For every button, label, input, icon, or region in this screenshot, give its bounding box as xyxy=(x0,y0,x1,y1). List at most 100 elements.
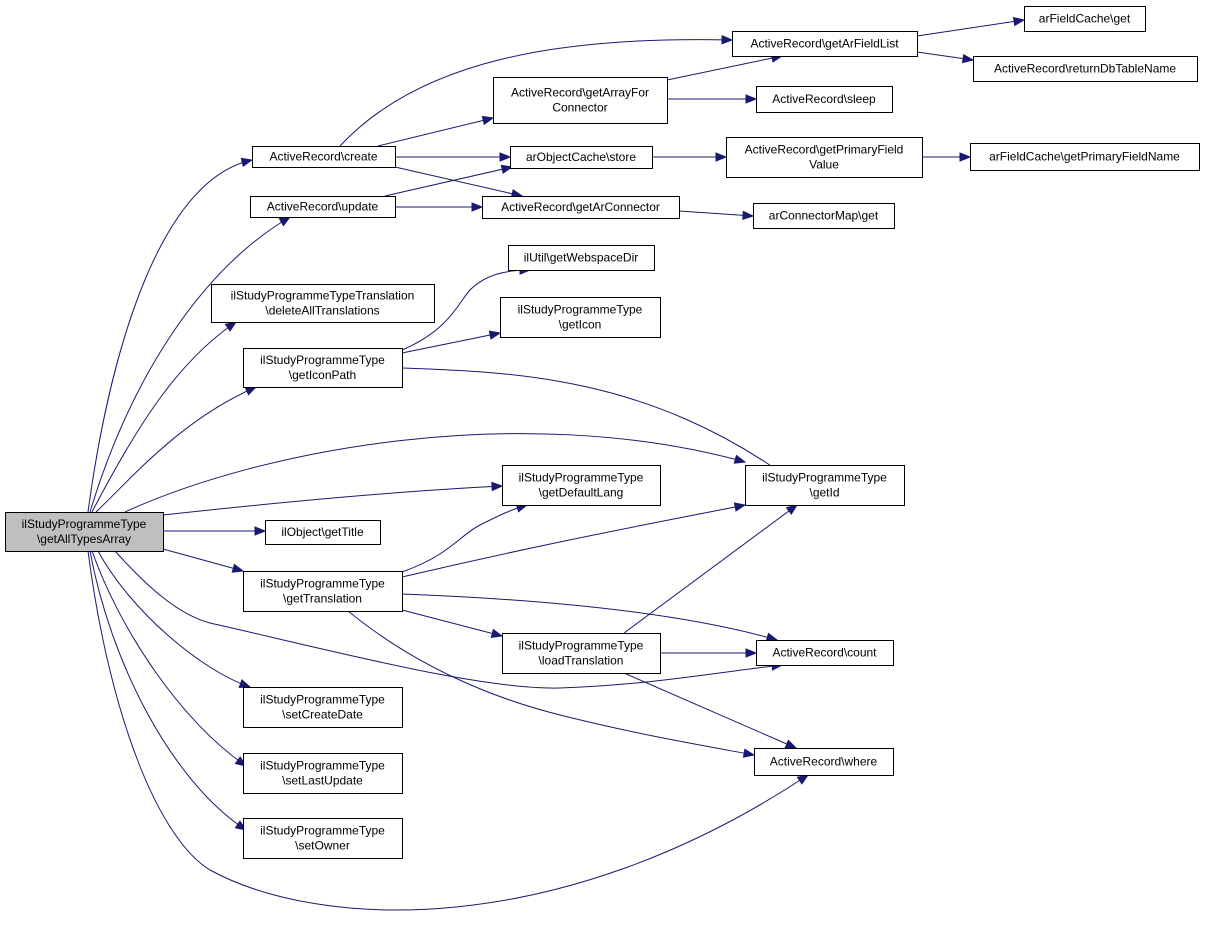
arrowhead xyxy=(784,739,798,749)
edge-getArFieldList-to-returnDbTableName xyxy=(916,51,975,64)
node-box xyxy=(754,748,894,776)
node-box xyxy=(753,203,895,229)
node-label-line: ActiveRecord\getArrayFor xyxy=(511,86,649,100)
node-update[interactable]: ActiveRecord\update xyxy=(250,196,396,218)
node-box xyxy=(500,297,661,338)
edge-root-to-where xyxy=(87,550,810,911)
node-label-line: arConnectorMap\get xyxy=(769,209,879,223)
node-box xyxy=(510,146,653,169)
edge-getTranslation-to-getId xyxy=(401,502,747,578)
node-box xyxy=(970,143,1200,171)
node-setOwner[interactable]: ilStudyProgrammeType\setOwner xyxy=(243,818,403,859)
arrowhead xyxy=(231,563,245,573)
arrowhead xyxy=(240,157,254,168)
edge-root-to-getTitle xyxy=(163,526,267,536)
edge-root-to-setCreateDate xyxy=(97,550,252,688)
node-root: ilStudyProgrammeType\getAllTypesArray xyxy=(5,512,164,552)
node-getTitle[interactable]: ilObject\getTitle xyxy=(265,520,381,545)
node-box xyxy=(508,245,655,271)
edge-root-to-delAll xyxy=(91,321,238,513)
node-label-line: ilStudyProgrammeType xyxy=(518,303,643,317)
arrowhead xyxy=(733,502,747,512)
node-getPrimaryFieldName[interactable]: arFieldCache\getPrimaryFieldName xyxy=(970,143,1200,171)
node-getArConnector[interactable]: ActiveRecord\getArConnector xyxy=(482,196,680,219)
arrowhead xyxy=(796,774,810,785)
arrowhead xyxy=(765,632,779,642)
arrowhead xyxy=(278,216,292,227)
arrowhead xyxy=(745,94,758,104)
node-box xyxy=(1024,6,1146,32)
node-label-line: ilStudyProgrammeType xyxy=(519,471,644,485)
edge-line xyxy=(623,504,798,634)
node-create[interactable]: ActiveRecord\create xyxy=(252,146,396,168)
arrowhead xyxy=(254,526,267,536)
node-getId[interactable]: ilStudyProgrammeType\getId xyxy=(745,465,905,506)
node-label-line: Value xyxy=(809,158,839,172)
edge-update-to-store xyxy=(384,164,514,197)
edge-root-to-getId xyxy=(124,433,747,513)
edge-root-to-getTranslation xyxy=(162,548,245,573)
node-label-line: arObjectCache\store xyxy=(526,150,636,164)
node-sleep[interactable]: ActiveRecord\sleep xyxy=(756,86,893,113)
edge-line xyxy=(678,210,754,217)
node-getIconPath[interactable]: ilStudyProgrammeType\getIconPath xyxy=(243,348,403,388)
nodes-layer: ilStudyProgrammeType\getAllTypesArrayAct… xyxy=(5,6,1200,859)
node-box xyxy=(493,77,668,124)
node-setLastUpdate[interactable]: ilStudyProgrammeType\setLastUpdate xyxy=(243,753,403,794)
node-getIcon[interactable]: ilStudyProgrammeType\getIcon xyxy=(500,297,661,338)
node-setCreateDate[interactable]: ilStudyProgrammeType\setCreateDate xyxy=(243,687,403,728)
arrowhead xyxy=(488,330,502,340)
edge-line xyxy=(401,332,501,354)
node-label-line: arFieldCache\get xyxy=(1039,12,1131,26)
node-box xyxy=(502,633,661,674)
edge-getTranslation-to-getDefaultLang xyxy=(401,503,529,573)
node-label-line: ActiveRecord\update xyxy=(267,200,379,214)
edge-line xyxy=(95,386,257,513)
edge-getArrayFor-to-sleep xyxy=(667,94,758,104)
edge-loadTranslation-to-where xyxy=(623,672,798,749)
node-count[interactable]: ActiveRecord\count xyxy=(756,640,894,666)
node-box xyxy=(502,465,661,506)
node-box xyxy=(756,86,893,113)
node-box xyxy=(243,571,403,612)
edge-create-to-store xyxy=(395,152,512,162)
edge-update-to-getArConnector xyxy=(395,202,484,212)
node-loadTranslation[interactable]: ilStudyProgrammeType\loadTranslation xyxy=(502,633,661,674)
node-label-line: ActiveRecord\returnDbTableName xyxy=(994,62,1176,76)
node-getWebspaceDir[interactable]: ilUtil\getWebspaceDir xyxy=(508,245,655,271)
node-label-line: ilObject\getTitle xyxy=(281,525,364,539)
node-store[interactable]: arObjectCache\store xyxy=(510,146,653,169)
arrowhead xyxy=(499,152,512,162)
edge-root-to-setLastUpdate xyxy=(91,550,248,767)
arrowhead xyxy=(224,321,238,332)
edge-root-to-create xyxy=(87,157,254,513)
arrowhead xyxy=(471,202,484,212)
edge-loadTranslation-to-count xyxy=(660,648,758,658)
node-label-line: \loadTranslation xyxy=(539,654,624,668)
arrowhead xyxy=(244,386,258,396)
node-label-line: ilStudyProgrammeType xyxy=(260,693,385,707)
node-arFieldCacheGet[interactable]: arFieldCache\get xyxy=(1024,6,1146,32)
node-arConnectorMapGet[interactable]: arConnectorMap\get xyxy=(753,203,895,229)
node-getArFieldList[interactable]: ActiveRecord\getArFieldList xyxy=(732,31,918,57)
node-delAll[interactable]: ilStudyProgrammeTypeTranslation\deleteAl… xyxy=(211,284,435,323)
edge-line xyxy=(162,485,503,516)
node-getTranslation[interactable]: ilStudyProgrammeType\getTranslation xyxy=(243,571,403,612)
node-box xyxy=(243,687,403,728)
edge-line xyxy=(401,504,746,578)
node-getDefaultLang[interactable]: ilStudyProgrammeType\getDefaultLang xyxy=(502,465,661,506)
node-returnDbTableName[interactable]: ActiveRecord\returnDbTableName xyxy=(973,56,1198,82)
node-label-line: \getTranslation xyxy=(283,592,362,606)
node-label-line: ActiveRecord\getPrimaryField xyxy=(745,143,904,157)
node-box xyxy=(5,512,164,552)
node-box xyxy=(482,196,680,219)
edge-root-to-setOwner xyxy=(89,550,248,831)
node-where[interactable]: ActiveRecord\where xyxy=(754,748,894,776)
edge-line xyxy=(401,593,778,641)
node-box xyxy=(973,56,1198,82)
edge-line xyxy=(401,269,531,351)
edge-line xyxy=(377,117,494,147)
